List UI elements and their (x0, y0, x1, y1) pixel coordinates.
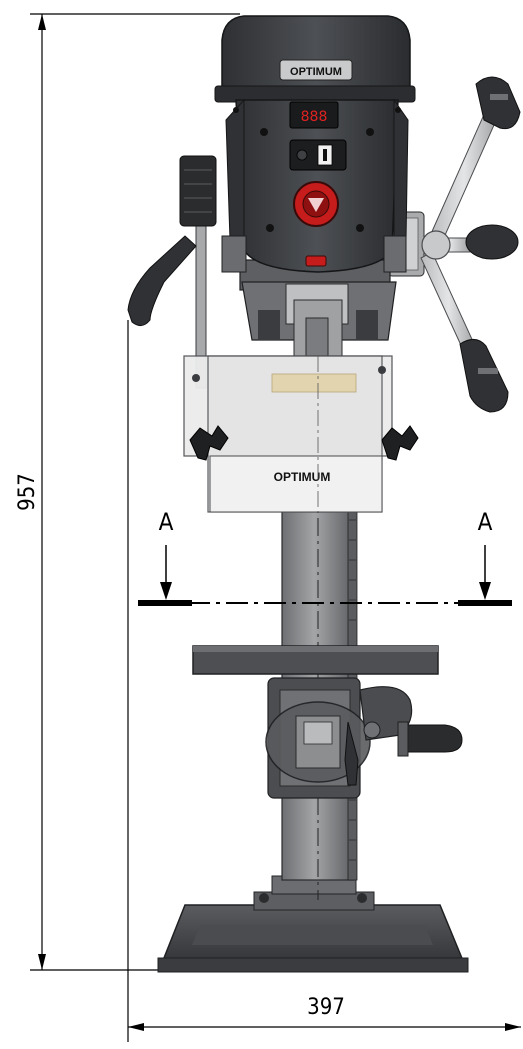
spindle-housing (239, 259, 397, 359)
section-arrow-right (479, 582, 491, 600)
left-lever (127, 155, 217, 389)
chuck-guard: OPTIMUM (183, 355, 419, 513)
section-line-a: A A (138, 508, 512, 606)
speed-display: 888 (301, 109, 328, 125)
height-arrow-top (38, 14, 46, 30)
work-table (192, 645, 439, 675)
width-dimension-label: 397 (307, 995, 345, 1020)
height-arrow-bottom (38, 954, 46, 970)
table-bracket (265, 677, 463, 799)
motor-head: OPTIMUM 888 (214, 15, 416, 273)
width-dimension: 397 (127, 320, 521, 1042)
guard-brand-label: OPTIMUM (274, 470, 331, 484)
width-arrow-right (505, 1023, 521, 1031)
section-label-left: A (159, 508, 174, 536)
head-brand-label: OPTIMUM (290, 66, 342, 78)
width-arrow-left (128, 1023, 144, 1031)
machine-base (157, 875, 469, 973)
section-arrow-left (160, 582, 172, 600)
section-label-right: A (478, 508, 493, 536)
height-dimension-label: 957 (15, 473, 40, 511)
height-dimension: 957 (15, 13, 240, 971)
